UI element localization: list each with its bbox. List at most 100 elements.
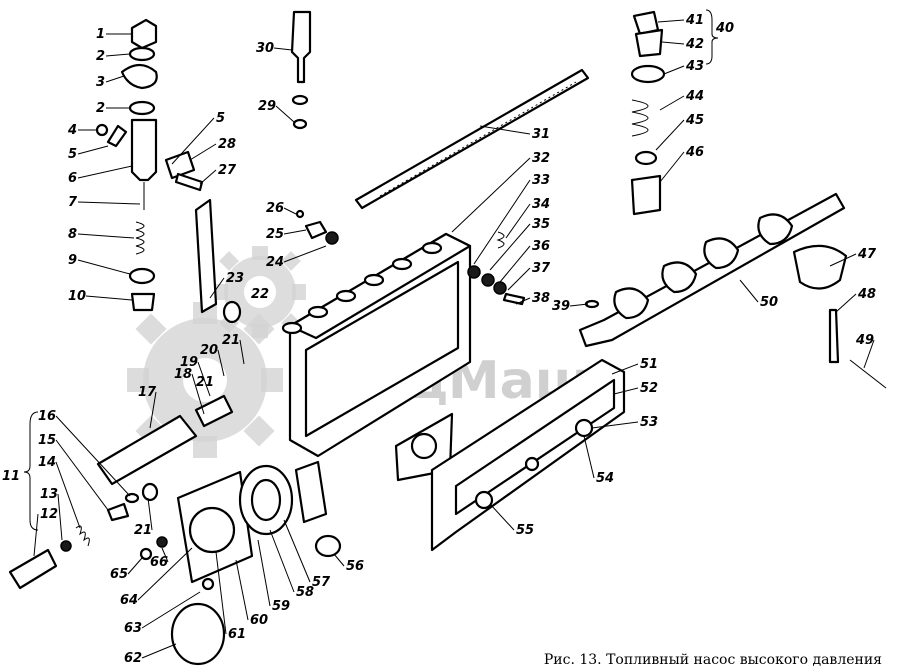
part-30-plunger (290, 10, 312, 84)
part-54-screw (524, 456, 540, 472)
callout-45: 45 (685, 113, 704, 128)
leader-12 (33, 513, 39, 557)
callout-37: 37 (532, 261, 551, 276)
leader-34 (505, 203, 531, 239)
callout-17: 17 (138, 385, 157, 400)
part-18-fitting (194, 394, 234, 428)
callout-41: 41 (685, 13, 704, 28)
leader-30 (273, 47, 293, 51)
callout-62: 62 (124, 651, 142, 666)
callout-2a: 2 (96, 49, 105, 64)
leader-33 (473, 179, 531, 265)
part-63-screw (201, 577, 215, 591)
callout-30: 30 (256, 41, 274, 56)
leader-29 (275, 105, 295, 123)
figure-caption: Рис. 13. Топливный насос высокого давлен… (544, 652, 882, 668)
part-5-lock-plate (106, 124, 128, 148)
leader-50 (739, 279, 759, 303)
parts-side-small (467, 231, 526, 306)
housing-window (304, 260, 460, 438)
callout-63: 63 (124, 621, 142, 636)
part-36-nut (481, 273, 495, 287)
housing-flange-bore (410, 432, 438, 460)
part-15-valve (106, 502, 130, 522)
leader-49 (863, 339, 875, 369)
callout-36: 36 (532, 239, 550, 254)
callout-32: 32 (532, 151, 550, 166)
leader-7 (77, 201, 141, 205)
part-51-side-cover (454, 378, 616, 516)
leader-2a (105, 53, 131, 57)
leader-25 (283, 229, 307, 235)
callout-28: 28 (218, 137, 236, 152)
leader-10 (85, 295, 133, 301)
leader-32 (451, 157, 531, 233)
part-45-seat (634, 150, 658, 166)
callout-15: 15 (38, 433, 56, 448)
part-33-nut (467, 265, 481, 279)
part-29-ring (291, 94, 309, 106)
part-43-spring-seat (630, 64, 666, 84)
callout-48: 48 (857, 287, 876, 302)
leader-13 (57, 493, 63, 541)
leader-55 (489, 503, 515, 531)
part-26-ball (295, 209, 305, 219)
callout-21b: 21 (134, 523, 152, 538)
part-1-cap-nut (130, 18, 158, 50)
leader-27 (199, 169, 217, 185)
leader-62 (141, 643, 177, 659)
callout-56: 56 (346, 559, 364, 574)
callout-60: 60 (250, 613, 268, 628)
leader-28 (189, 143, 217, 161)
callout-55: 55 (516, 523, 534, 538)
part-16-washer (124, 492, 140, 504)
leader-3 (105, 75, 125, 83)
callout-1: 1 (96, 27, 105, 42)
leader-44 (659, 95, 685, 111)
leader-52 (613, 387, 639, 395)
leader-21b (147, 497, 153, 531)
part-62-o-ring (170, 602, 226, 666)
parts-left-column (95, 18, 204, 312)
leader-38 (515, 297, 531, 305)
part-65-screw (139, 547, 153, 561)
leader-61 (215, 551, 227, 635)
leader-51 (611, 363, 639, 375)
part-42-sleeve (634, 28, 664, 58)
callout-52: 52 (640, 381, 658, 396)
callout-53: 53 (640, 415, 658, 430)
leader-43 (663, 65, 685, 75)
part-66-washer (156, 536, 168, 548)
leader-14 (55, 461, 81, 529)
part-58-ring (250, 478, 282, 522)
callout-9: 9 (68, 253, 77, 268)
callout-46: 46 (685, 145, 704, 160)
leader-46 (659, 151, 685, 183)
leader-23 (209, 277, 225, 299)
watermark-gear-large-icon (127, 302, 283, 458)
part-46-tappet (630, 174, 662, 216)
callout-25: 25 (266, 227, 284, 242)
part-29-ring-b (292, 118, 308, 130)
leader-lines (33, 19, 875, 659)
leader-36 (499, 245, 531, 283)
callout-49: 49 (855, 333, 874, 348)
callout-44: 44 (685, 89, 704, 104)
part-38-screw (502, 292, 526, 306)
callout-43: 43 (685, 59, 704, 74)
part-34-spring (496, 231, 505, 249)
leader-5b (77, 145, 109, 155)
callout-65: 65 (110, 567, 128, 582)
leader-48 (835, 293, 857, 313)
parts-right-column (578, 10, 887, 389)
leader-58 (269, 529, 295, 593)
bracket-11 (23, 411, 39, 531)
callout-2b: 2 (96, 101, 105, 116)
leader-16 (55, 415, 131, 497)
callout-50: 50 (760, 295, 778, 310)
part-17-fitting (96, 414, 198, 486)
leader-26 (283, 207, 297, 215)
part-61-bore (188, 506, 236, 554)
